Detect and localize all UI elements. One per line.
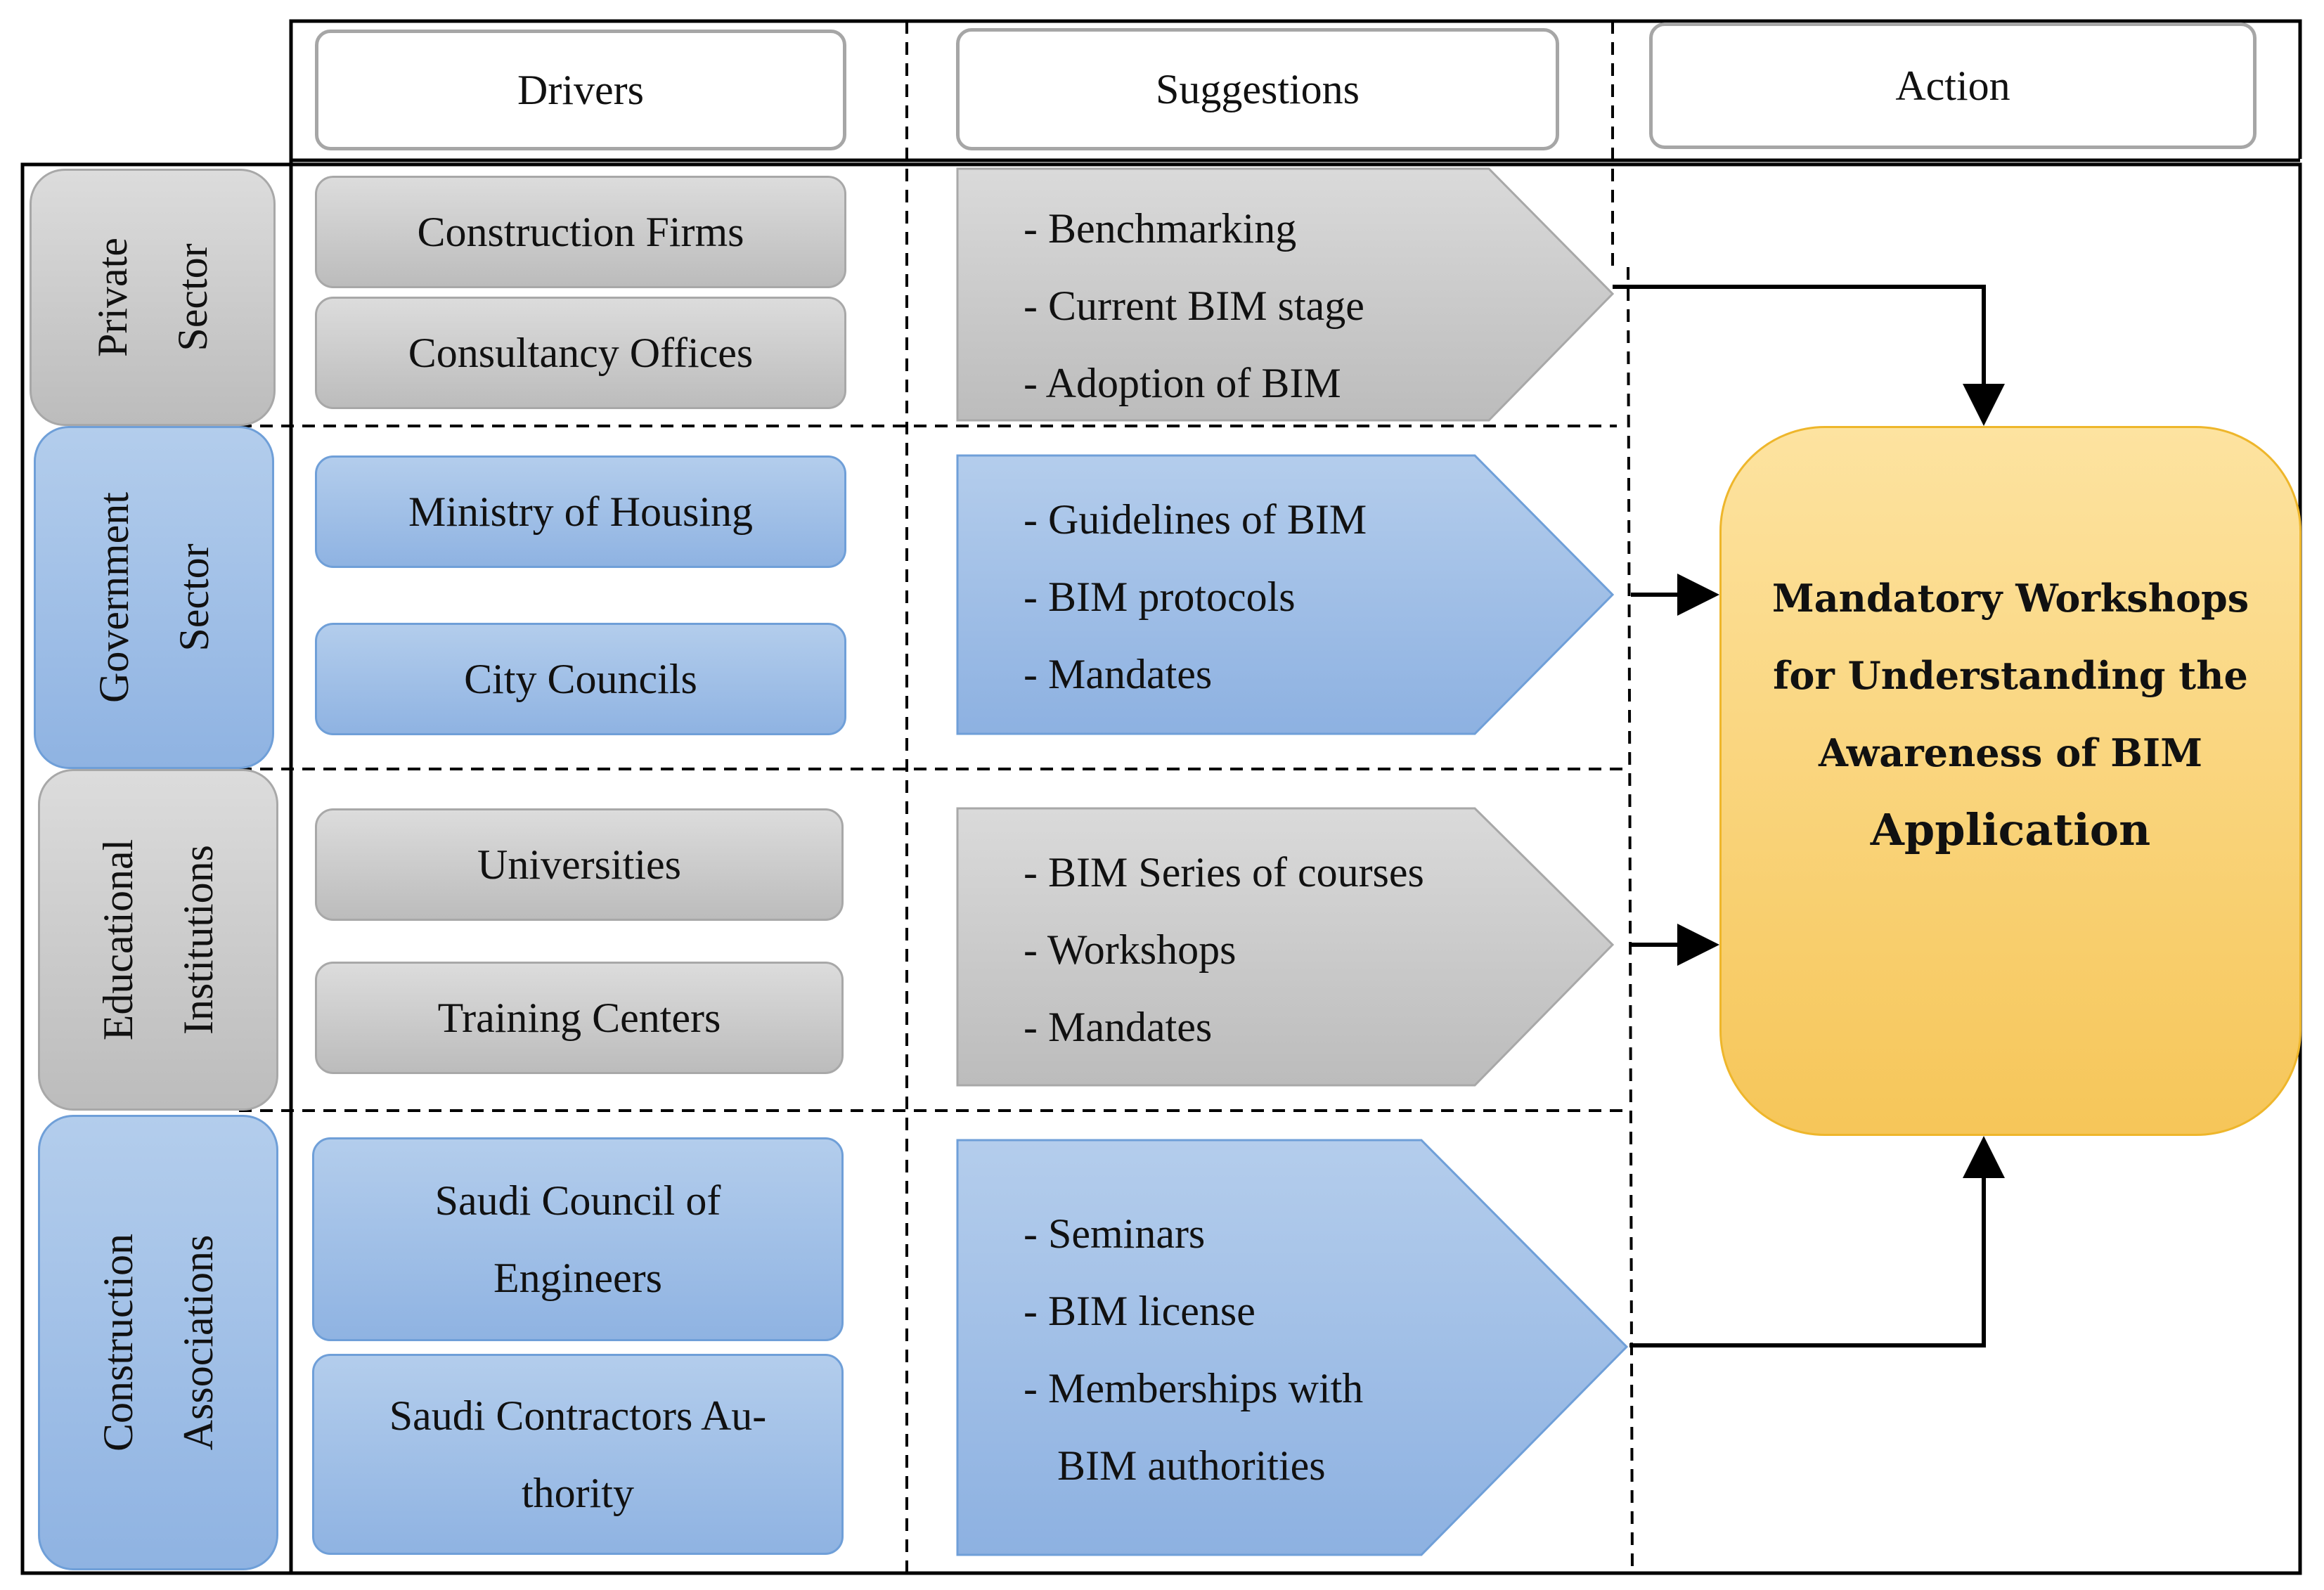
header-drivers-label: Drivers [517, 66, 644, 113]
suggestions-private: - Benchmarking - Current BIM stage - Ado… [1024, 190, 1364, 422]
list-item: - Guidelines of BIM [1024, 496, 1367, 543]
suggestion-arrow-private [956, 167, 1615, 422]
header-suggestions: Suggestions [956, 28, 1559, 150]
driver-consultancy-offices: Consultancy Offices [315, 297, 846, 409]
column-divider-3 [1627, 266, 1634, 1574]
header-drivers: Drivers [315, 30, 846, 150]
driver-training-centers: Training Centers [315, 962, 844, 1074]
sector-educational: Educational Institutions [38, 769, 278, 1111]
sector-construction: Construction Associations [38, 1115, 278, 1570]
list-item: - Mandates [1024, 651, 1213, 697]
header-action: Action [1649, 22, 2257, 149]
action-mandatory-workshops: Mandatory Workshops for Understanding th… [1719, 426, 2302, 1136]
action-line-2: for Understanding the [1773, 653, 2248, 698]
list-item: - Workshops [1024, 926, 1237, 973]
list-item: - Benchmarking [1024, 205, 1297, 252]
list-item: - Mandates [1024, 1004, 1213, 1050]
list-item: - BIM protocols [1024, 574, 1296, 620]
list-item: - Memberships with [1024, 1365, 1364, 1411]
suggestions-government: - Guidelines of BIM - BIM protocols - Ma… [1024, 481, 1367, 713]
action-line-4: Application [1870, 804, 2151, 855]
suggestion-arrow-educational [956, 807, 1615, 1087]
list-item: - BIM Series of courses [1024, 849, 1424, 896]
suggestion-arrow-construction [956, 1139, 1629, 1556]
list-item: - Adoption of BIM [1024, 360, 1341, 406]
header-suggestions-label: Suggestions [1155, 65, 1360, 112]
suggestion-arrow-government [956, 454, 1615, 735]
action-line-1: Mandatory Workshops [1771, 576, 2249, 621]
driver-universities: Universities [315, 808, 844, 921]
list-item: - Current BIM stage [1024, 283, 1364, 329]
driver-saudi-contractors-authority: Saudi Contractors Au-thority [312, 1354, 844, 1555]
driver-construction-firms: Construction Firms [315, 176, 846, 288]
action-line-3: Awareness of BIM [1819, 730, 2202, 775]
suggestions-educational: - BIM Series of courses - Workshops - Ma… [1024, 834, 1424, 1066]
suggestions-construction: - Seminars - BIM license - Memberships w… [1024, 1195, 1363, 1504]
arrow-private [1613, 285, 2005, 426]
list-item: - Seminars [1024, 1210, 1206, 1257]
driver-city-councils: City Councils [315, 623, 846, 735]
list-item: - BIM license [1024, 1288, 1255, 1334]
list-item: BIM authorities [1057, 1442, 1326, 1489]
header-action-label: Action [1895, 62, 2010, 109]
sector-private: Private Sector [30, 169, 276, 426]
sector-government: Government Sector [34, 426, 274, 769]
header-frame [289, 19, 2302, 1573]
driver-ministry-of-housing: Ministry of Housing [315, 455, 846, 568]
arrow-construction [1629, 1136, 2005, 1347]
